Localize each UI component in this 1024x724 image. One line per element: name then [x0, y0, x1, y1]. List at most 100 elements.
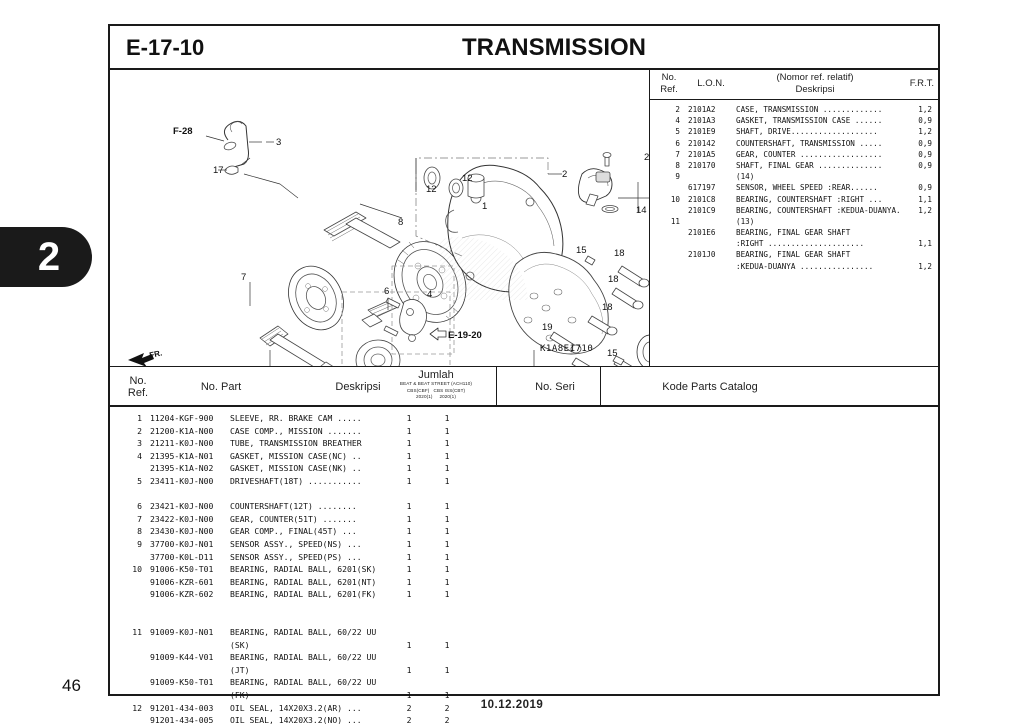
part-qty-cbs: 1	[406, 538, 412, 549]
section-tab: 2	[0, 227, 92, 287]
part-qty-cbs-iss: 1	[444, 664, 450, 675]
ref-desc: GASKET, TRANSMISSION CASE ......	[736, 116, 883, 126]
parts-table-divider-1	[496, 367, 497, 407]
parts-row	[110, 602, 938, 615]
parts-row: 9 37700-K0J-N01 SENSOR ASSY., SPEED(NS) ..…	[110, 539, 938, 552]
part-qty-cbs-iss: 1	[444, 450, 450, 461]
ref-desc: :RIGHT .....................	[736, 239, 865, 249]
footer-date: 10.12.2019	[480, 699, 544, 711]
part-qty-cbs: 1	[406, 438, 412, 449]
ref-frt: 0,9	[918, 160, 932, 170]
part-qty-cbs-iss: 1	[444, 538, 450, 549]
part-qty-cbs: 2	[406, 702, 412, 713]
parts-row	[110, 489, 938, 502]
part-desc: (SK)	[230, 639, 250, 650]
page-title: TRANSMISSION	[461, 34, 646, 61]
ref-desc: SENSOR, WHEEL SPEED :REAR......	[736, 183, 878, 193]
ref-lon: 617197	[688, 183, 716, 193]
part-number: 37700-K0J-N01	[150, 538, 214, 549]
callout-20: 20	[644, 152, 650, 163]
ref-no: 6	[675, 138, 680, 148]
part-qty-cbs-iss: 1	[444, 438, 450, 449]
part-number: 91006-KZR-601	[150, 576, 214, 587]
part-desc: SENSOR ASSY., SPEED(NS) ...	[230, 538, 362, 549]
ref-frt: 0,9	[918, 116, 932, 126]
reference-table: No. Ref. L.O.N. (Nomor ref. relatif) Des…	[650, 70, 940, 366]
ref-desc: BEARING, COUNTERSHAFT :RIGHT ...	[736, 194, 883, 204]
part-no-ref: 6	[137, 501, 142, 512]
part-desc: (FK)	[230, 690, 250, 701]
exploded-diagram: 3 17 8 7 6 5 16 4 12 1 12 2 20 9 14 15 1	[110, 70, 650, 366]
ref-frt: 1,1	[918, 239, 932, 249]
ref-frt: 1,2	[918, 205, 932, 215]
part-desc: COUNTERSHAFT(12T) ........	[230, 501, 357, 512]
part-no-ref: 10	[132, 564, 142, 575]
part-number: 23422-K0J-N00	[150, 513, 214, 524]
pt-col-noseri: No. Seri	[535, 381, 575, 393]
ref-desc: COUNTERSHAFT, TRANSMISSION .....	[736, 138, 883, 148]
reference-table-header: No. Ref. L.O.N. (Nomor ref. relatif) Des…	[650, 70, 940, 100]
reference-row: 11(13)	[650, 217, 940, 228]
part-qty-cbs: 1	[406, 526, 412, 537]
part-no-ref: 8	[137, 526, 142, 537]
part-desc: DRIVESHAFT(18T) ...........	[230, 475, 362, 486]
parts-row: 6 23421-K0J-N00 COUNTERSHAFT(12T) ........…	[110, 501, 938, 514]
part-qty-cbs-iss: 1	[444, 475, 450, 486]
ref-desc: :KEDUA-DUANYA ................	[736, 261, 874, 271]
callout-1: 1	[482, 201, 487, 212]
part-qty-cbs: 1	[406, 551, 412, 562]
part-number: 91009-K50-T01	[150, 677, 214, 688]
part-desc: BEARING, RADIAL BALL, 6201(SK)	[230, 564, 377, 575]
ref-desc: (14)	[736, 172, 755, 182]
ref-frt: 0,9	[918, 138, 932, 148]
part-no-ref: 9	[137, 538, 142, 549]
diagram-code: K1A8E1710	[540, 344, 594, 354]
part-number: 23421-K0J-N00	[150, 501, 214, 512]
callout-18b: 18	[608, 274, 619, 285]
callout-8: 8	[398, 217, 403, 228]
reference-row: :KEDUA-DUANYA ................1,2	[650, 262, 940, 273]
ref-frt: 1,1	[918, 194, 932, 204]
part-number: 23411-K0J-N00	[150, 475, 214, 486]
part-desc: GASKET, MISSION CASE(NK) ..	[230, 463, 362, 474]
ref-frt: 1,2	[918, 127, 932, 137]
part-qty-cbs: 1	[406, 475, 412, 486]
pt-col-kode-parts-catalog: Kode Parts Catalog	[662, 381, 758, 393]
part-number: 91006-KZR-602	[150, 589, 214, 600]
part-desc: BEARING, RADIAL BALL, 60/22 UU	[230, 627, 377, 638]
part-qty-cbs-iss: 1	[444, 576, 450, 587]
ref-lon: 2101C8	[688, 194, 716, 204]
ref-no: 7	[675, 149, 680, 159]
part-qty-cbs-iss: 1	[444, 526, 450, 537]
part-qty-cbs: 1	[406, 564, 412, 575]
part-number: 11204-KGF-900	[150, 413, 214, 423]
part-number: 21395-K1A-N01	[150, 450, 214, 461]
callout-12: 12	[462, 173, 473, 184]
part-no-ref: 7	[137, 513, 142, 524]
ref-lon: 210142	[688, 138, 716, 148]
pt-col-nopart: No. Part	[200, 381, 242, 393]
part-qty-cbs-iss: 1	[444, 513, 450, 524]
part-desc: GEAR COMP., FINAL(45T) ...	[230, 526, 357, 537]
part-qty-cbs: 1	[406, 501, 412, 512]
ref-desc: GEAR, COUNTER ..................	[736, 149, 883, 159]
part-qty-cbs: 2	[406, 715, 412, 724]
fr-direction-arrow: FR.	[128, 348, 163, 366]
ref-col-noref: No. Ref.	[660, 72, 678, 95]
part-number: 91009-K44-V01	[150, 652, 214, 663]
